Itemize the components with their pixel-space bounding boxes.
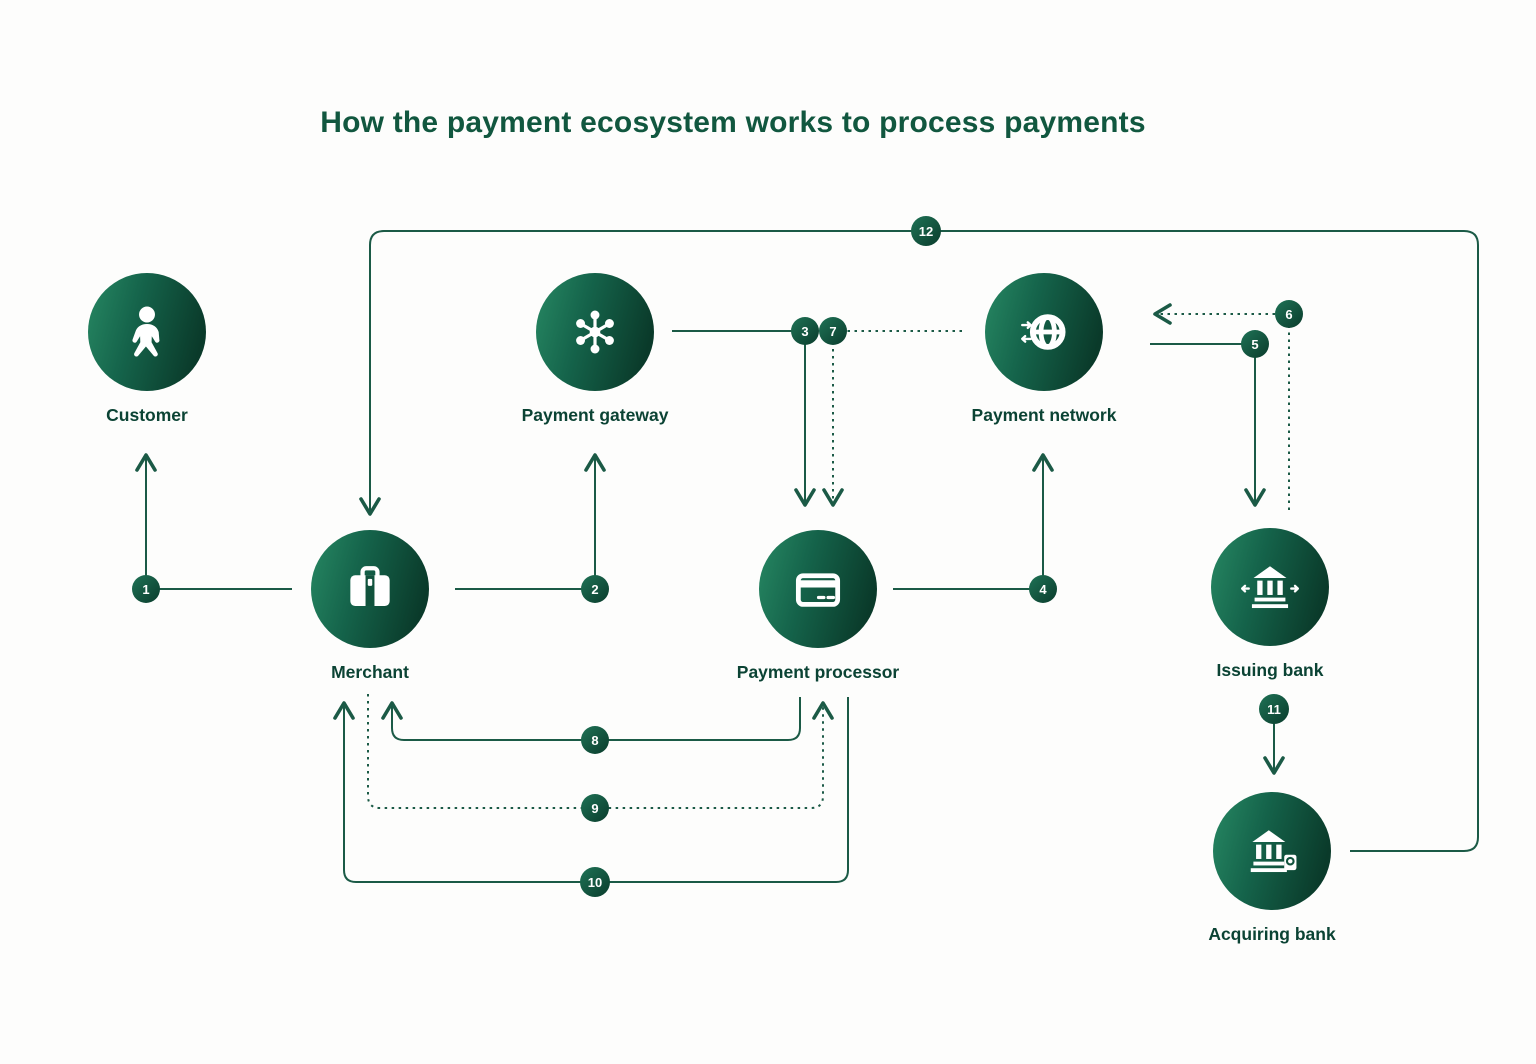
- step-number: 9: [591, 800, 599, 816]
- step-badge-12: 12: [911, 216, 941, 246]
- node-label: Issuing bank: [1216, 660, 1324, 680]
- step-4-line: [893, 453, 1054, 590]
- step-3-line: [672, 330, 816, 507]
- node-label: Payment network: [971, 405, 1117, 425]
- step-badge-11: 11: [1259, 694, 1289, 724]
- step-number: 4: [1039, 581, 1047, 597]
- step-badge-7: 7: [819, 317, 847, 345]
- node-circle: [1213, 792, 1331, 910]
- node-label: Acquiring bank: [1208, 924, 1336, 944]
- node-label: Customer: [106, 405, 188, 425]
- step-badge-1: 1: [132, 575, 160, 603]
- node-circle: [759, 530, 877, 648]
- bank-coin-icon: [1238, 817, 1306, 885]
- step-1-line: [135, 453, 292, 590]
- step-5-line: [1150, 343, 1266, 507]
- step-number: 5: [1251, 336, 1259, 352]
- network-hub-icon: [561, 298, 629, 366]
- step-badge-10: 10: [580, 867, 610, 897]
- step-number: 12: [918, 223, 934, 239]
- credit-card-icon: [784, 555, 852, 623]
- node-circle: [311, 530, 429, 648]
- step-number: 8: [591, 732, 599, 748]
- bank-transfer-icon: [1236, 553, 1304, 621]
- step-number: 6: [1285, 306, 1293, 322]
- diagram-title: How the payment ecosystem works to proce…: [320, 106, 1146, 139]
- step-badge-4: 4: [1029, 575, 1057, 603]
- step-badge-5: 5: [1241, 330, 1269, 358]
- step-number: 1: [142, 581, 150, 597]
- step-10-line: [333, 697, 849, 883]
- step-7-line: [822, 330, 962, 507]
- briefcase-icon: [336, 555, 404, 623]
- step-2-line: [455, 453, 606, 590]
- step-badge-9: 9: [581, 794, 609, 822]
- step-number: 3: [801, 323, 809, 339]
- node-label: Payment gateway: [521, 405, 669, 425]
- step-number: 10: [587, 874, 603, 890]
- globe-transfer-icon: [1010, 298, 1078, 366]
- step-badge-8: 8: [581, 726, 609, 754]
- node-circle: [985, 273, 1103, 391]
- node-circle: [88, 273, 206, 391]
- step-number: 7: [829, 323, 837, 339]
- node-circle: [1211, 528, 1329, 646]
- node-label: Payment processor: [736, 662, 900, 682]
- node-label: Merchant: [331, 662, 409, 682]
- step-number: 11: [1267, 701, 1281, 717]
- person-icon: [113, 298, 181, 366]
- step-badge-6: 6: [1275, 300, 1303, 328]
- step-number: 2: [591, 581, 599, 597]
- step-badge-2: 2: [581, 575, 609, 603]
- step-badge-3: 3: [791, 317, 819, 345]
- node-circle: [536, 273, 654, 391]
- step-12-line: [359, 230, 1479, 852]
